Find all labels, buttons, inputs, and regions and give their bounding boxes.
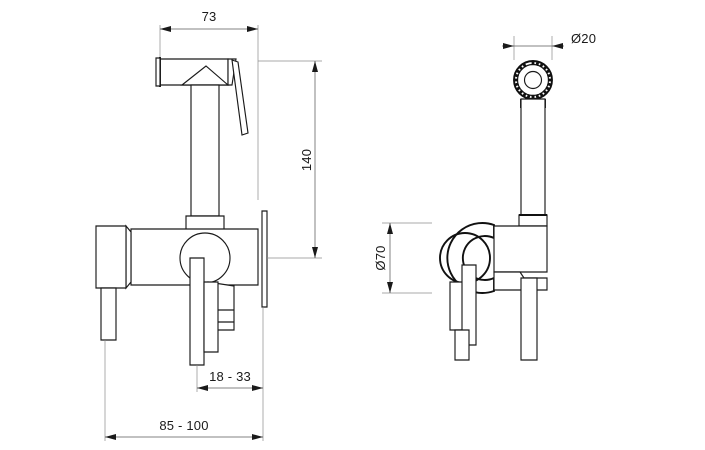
dimension-140: 140 <box>258 60 322 259</box>
trigger-lever-side <box>231 59 249 136</box>
spray-head-side <box>155 57 237 87</box>
dimension-diameter-20: Ø20 <box>502 31 596 60</box>
spray-gun-stem-front <box>518 98 548 227</box>
nozzle-ring-icon <box>513 60 553 100</box>
front-elevation-view <box>439 60 553 361</box>
valve-lever-front <box>449 264 477 361</box>
spray-head-front <box>513 60 553 100</box>
dimension-diameter-70-label: Ø70 <box>373 245 388 270</box>
dimension-18-33: 18 - 33 <box>196 307 264 392</box>
dimension-73-label: 73 <box>202 9 217 24</box>
hose-tube-side <box>189 257 219 366</box>
spray-gun-stem-side <box>185 84 225 233</box>
dimension-diameter-20-label: Ø20 <box>571 31 596 46</box>
hose-tube-front <box>520 277 538 361</box>
dimension-73: 73 <box>159 9 259 200</box>
dimension-85-100-label: 85 - 100 <box>159 418 208 433</box>
dimension-diameter-70: Ø70 <box>373 222 432 294</box>
valve-body-side <box>95 224 259 290</box>
dimension-18-33-label: 18 - 33 <box>209 369 251 384</box>
valve-lever-side <box>100 287 117 341</box>
side-elevation-view <box>95 57 268 366</box>
dimension-140-label: 140 <box>299 149 314 171</box>
wall-plate-side <box>261 210 268 308</box>
dimension-85-100: 85 - 100 <box>104 340 264 441</box>
